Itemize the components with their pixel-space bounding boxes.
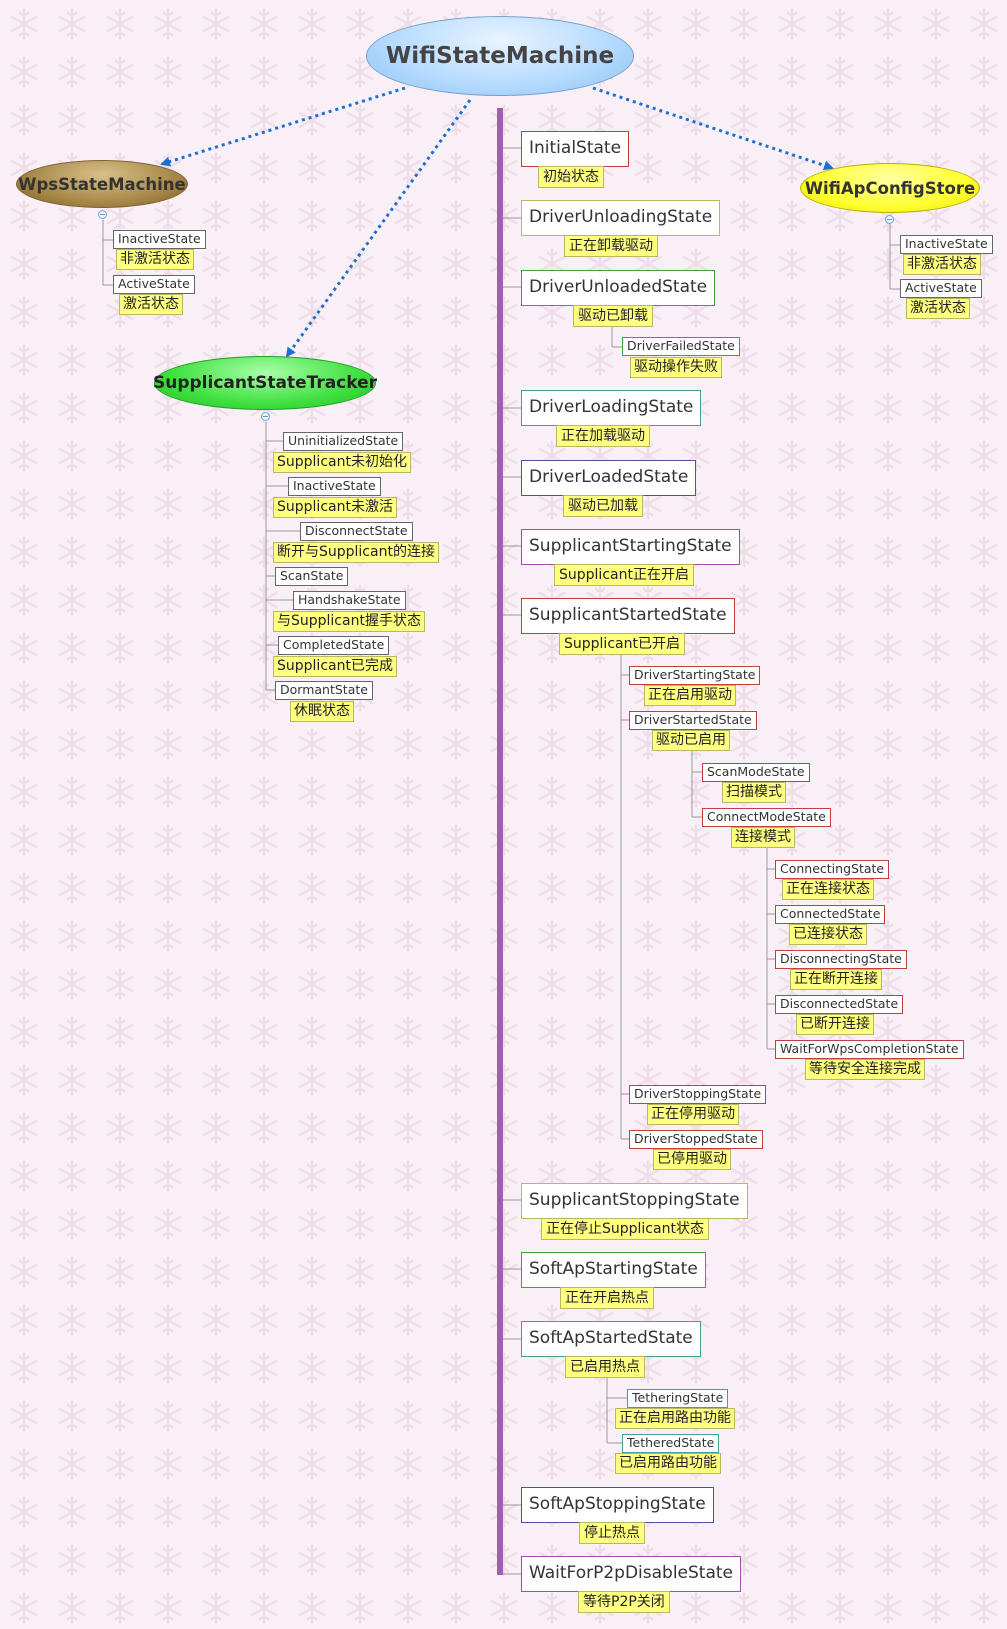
wps-label: WpsStateMachine bbox=[18, 174, 186, 194]
driver-starting-state[interactable]: DriverStartingState bbox=[629, 666, 761, 685]
softap-stopping-state[interactable]: SoftApStoppingState bbox=[521, 1487, 714, 1523]
tracker-handshake-state[interactable]: HandshakeState bbox=[293, 591, 406, 610]
driver-unloaded-note: 驱动已卸载 bbox=[573, 305, 653, 327]
disconnected-note: 已断开连接 bbox=[796, 1014, 874, 1035]
wait-p2p-disable-note: 等待P2P关闭 bbox=[578, 1591, 670, 1613]
driver-failed-note: 驱动操作失败 bbox=[630, 357, 722, 378]
disconnected-state[interactable]: DisconnectedState bbox=[775, 995, 904, 1014]
driver-loaded-state[interactable]: DriverLoadedState bbox=[521, 460, 697, 496]
scan-mode-state[interactable]: ScanModeState bbox=[702, 763, 810, 782]
driver-starting-note: 正在启用驱动 bbox=[644, 685, 736, 706]
wps-active-note: 激活状态 bbox=[119, 294, 183, 315]
apconfig-active-state[interactable]: ActiveState bbox=[900, 279, 982, 298]
tracker-uninitialized-state[interactable]: UninitializedState bbox=[283, 432, 404, 451]
connecting-note: 正在连接状态 bbox=[782, 879, 874, 900]
driver-unloading-state[interactable]: DriverUnloadingState bbox=[521, 200, 721, 236]
driver-stopping-state[interactable]: DriverStoppingState bbox=[629, 1085, 767, 1104]
softap-started-note: 已启用热点 bbox=[565, 1356, 645, 1378]
connect-mode-note: 连接模式 bbox=[731, 827, 795, 848]
wait-wps-completion-state[interactable]: WaitForWpsCompletionState bbox=[775, 1040, 964, 1059]
driver-unloaded-state[interactable]: DriverUnloadedState bbox=[521, 270, 716, 306]
tracker-dormant-note: 休眠状态 bbox=[290, 701, 354, 722]
apconfig-active-note: 激活状态 bbox=[906, 298, 970, 319]
tracker-uninitialized-note: Supplicant未初始化 bbox=[273, 452, 411, 473]
wait-p2p-disable-state[interactable]: WaitForP2pDisableState bbox=[521, 1556, 742, 1592]
softap-stopping-note: 停止热点 bbox=[579, 1522, 645, 1544]
tracker-disconnect-note: 断开与Supplicant的连接 bbox=[273, 542, 439, 563]
driver-stopped-note: 已停用驱动 bbox=[653, 1149, 731, 1170]
supplicant-started-note: Supplicant已开启 bbox=[559, 633, 685, 655]
initial-state[interactable]: InitialState bbox=[521, 131, 630, 167]
softap-started-state[interactable]: SoftApStartedState bbox=[521, 1321, 701, 1357]
tethered-note: 已启用路由功能 bbox=[615, 1453, 721, 1474]
connected-note: 已连接状态 bbox=[789, 924, 867, 945]
connected-state[interactable]: ConnectedState bbox=[775, 905, 886, 924]
connect-mode-state[interactable]: ConnectModeState bbox=[702, 808, 831, 827]
initial-state-note: 初始状态 bbox=[538, 166, 604, 188]
tracker-disconnect-state[interactable]: DisconnectState bbox=[300, 522, 413, 541]
softap-starting-note: 正在开启热点 bbox=[560, 1287, 654, 1309]
tracker-completed-note: Supplicant已完成 bbox=[273, 656, 397, 677]
connecting-state[interactable]: ConnectingState bbox=[775, 860, 890, 879]
wps-state-machine-node[interactable]: WpsStateMachine bbox=[16, 160, 188, 208]
tethered-state[interactable]: TetheredState bbox=[622, 1434, 720, 1453]
tracker-handshake-note: 与Supplicant握手状态 bbox=[273, 611, 425, 632]
tracker-completed-state[interactable]: CompletedState bbox=[278, 636, 390, 655]
wifi-ap-config-store-node[interactable]: WifiApConfigStore bbox=[800, 163, 980, 213]
wps-active-state[interactable]: ActiveState bbox=[113, 275, 195, 294]
wait-wps-completion-note: 等待安全连接完成 bbox=[805, 1059, 925, 1080]
supplicant-stopping-state[interactable]: SupplicantStoppingState bbox=[521, 1183, 748, 1219]
tracker-inactive-state[interactable]: InactiveState bbox=[288, 477, 381, 496]
driver-started-state[interactable]: DriverStartedState bbox=[629, 711, 757, 730]
driver-loading-state[interactable]: DriverLoadingState bbox=[521, 390, 702, 426]
wps-inactive-note: 非激活状态 bbox=[116, 249, 194, 270]
collapse-icon[interactable]: − bbox=[261, 412, 270, 421]
apconfig-label: WifiApConfigStore bbox=[804, 178, 976, 198]
driver-unloading-note: 正在卸载驱动 bbox=[564, 235, 658, 257]
supplicant-starting-note: Supplicant正在开启 bbox=[554, 564, 694, 586]
tracker-scan-state[interactable]: ScanState bbox=[275, 567, 349, 586]
tethering-state[interactable]: TetheringState bbox=[627, 1389, 729, 1408]
tracker-dormant-state[interactable]: DormantState bbox=[275, 681, 373, 700]
driver-stopping-note: 正在停用驱动 bbox=[647, 1104, 739, 1125]
disconnecting-state[interactable]: DisconnectingState bbox=[775, 950, 907, 969]
apconfig-inactive-note: 非激活状态 bbox=[903, 254, 981, 275]
driver-failed-state[interactable]: DriverFailedState bbox=[622, 337, 740, 356]
supplicant-starting-state[interactable]: SupplicantStartingState bbox=[521, 529, 740, 565]
apconfig-inactive-state[interactable]: InactiveState bbox=[900, 235, 993, 254]
driver-loaded-note: 驱动已加载 bbox=[563, 495, 643, 517]
disconnecting-note: 正在断开连接 bbox=[790, 969, 882, 990]
collapse-icon[interactable]: − bbox=[885, 215, 894, 224]
scan-mode-note: 扫描模式 bbox=[722, 782, 786, 803]
wps-inactive-state[interactable]: InactiveState bbox=[113, 230, 206, 249]
tethering-note: 正在启用路由功能 bbox=[615, 1408, 735, 1429]
driver-started-note: 驱动已启用 bbox=[652, 730, 730, 751]
softap-starting-state[interactable]: SoftApStartingState bbox=[521, 1252, 706, 1288]
root-node[interactable]: WifiStateMachine bbox=[366, 16, 634, 96]
root-label: WifiStateMachine bbox=[385, 43, 615, 69]
driver-loading-note: 正在加载驱动 bbox=[556, 425, 650, 447]
driver-stopped-state[interactable]: DriverStoppedState bbox=[629, 1130, 763, 1149]
tracker-label: SupplicantStateTracker bbox=[152, 373, 378, 393]
supplicant-state-tracker-node[interactable]: SupplicantStateTracker bbox=[152, 356, 378, 410]
collapse-icon[interactable]: − bbox=[98, 210, 107, 219]
tracker-inactive-note: Supplicant未激活 bbox=[273, 497, 397, 518]
supplicant-started-state[interactable]: SupplicantStartedState bbox=[521, 598, 735, 634]
supplicant-stopping-note: 正在停止Supplicant状态 bbox=[541, 1218, 709, 1240]
